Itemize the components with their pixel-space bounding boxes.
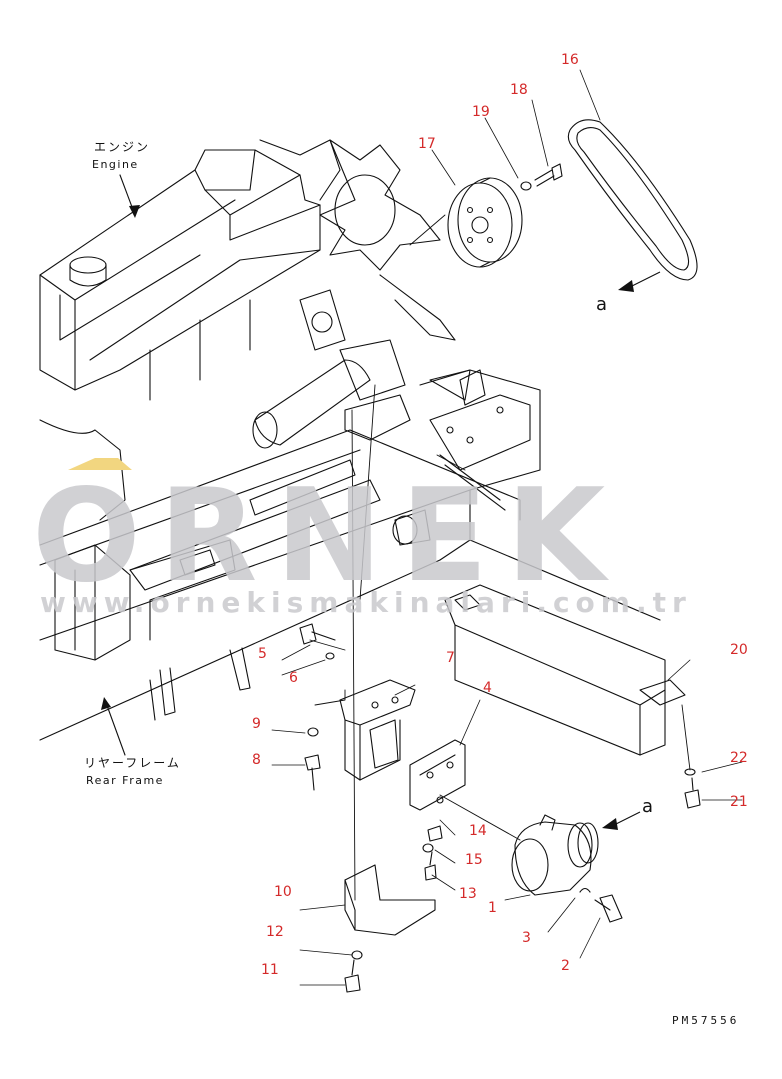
drawing-code: PM57556 <box>672 1014 740 1027</box>
part-number-11: 11 <box>261 962 279 978</box>
part-number-15: 15 <box>465 852 483 868</box>
label-leaders <box>271 69 743 986</box>
watermark-url: www.ornekismakinalari.com.tr <box>40 586 692 619</box>
compressor <box>511 814 599 896</box>
part-number-12: 12 <box>266 924 284 940</box>
part-number-22: 22 <box>730 750 748 766</box>
rear-frame-label-jp: リヤーフレーム <box>84 756 181 770</box>
leader-lines <box>309 214 691 901</box>
part-number-9: 9 <box>252 716 261 732</box>
arrowhead-a-top <box>618 280 634 292</box>
hardware <box>299 623 701 993</box>
ref-a-bottom: a <box>642 796 654 817</box>
compressor-bracket <box>339 679 416 781</box>
watermark-accent <box>68 458 132 470</box>
part-number-20: 20 <box>730 642 748 658</box>
lower-cover <box>344 864 436 936</box>
part-number-3: 3 <box>522 930 531 946</box>
alternator-bracket <box>252 289 411 449</box>
watermark-brand: ORNEK <box>32 462 624 611</box>
mounting-plate <box>409 739 466 811</box>
part-number-6: 6 <box>289 670 298 686</box>
part-number-18: 18 <box>510 82 528 98</box>
part-number-13: 13 <box>459 886 477 902</box>
fan <box>319 139 456 341</box>
part-number-16: 16 <box>561 52 579 68</box>
part-number-5: 5 <box>258 646 267 662</box>
engine-block <box>39 139 341 401</box>
arrowhead-frame <box>101 697 111 710</box>
part-number-4: 4 <box>483 680 492 696</box>
arrowhead-a-bottom <box>602 818 618 830</box>
arrowhead-engine <box>129 205 140 218</box>
bolt-and-washer-top <box>520 163 563 191</box>
under-cover <box>444 584 686 756</box>
part-number-7: 7 <box>446 650 455 666</box>
part-number-10: 10 <box>274 884 292 900</box>
left-bracket <box>54 539 251 721</box>
part-number-17: 17 <box>418 136 436 152</box>
part-number-2: 2 <box>561 958 570 974</box>
part-number-14: 14 <box>469 823 487 839</box>
rear-frame-label-en: Rear Frame <box>86 774 164 787</box>
v-belt <box>567 119 698 281</box>
right-bracket <box>392 369 531 546</box>
engine-label-en: Engine <box>92 158 139 171</box>
part-number-19: 19 <box>472 104 490 120</box>
part-number-21: 21 <box>730 794 748 810</box>
ref-a-top: a <box>596 294 608 315</box>
engine-label-jp: エンジン <box>94 140 151 154</box>
part-number-1: 1 <box>488 900 497 916</box>
part-number-8: 8 <box>252 752 261 768</box>
pulley <box>447 177 523 268</box>
